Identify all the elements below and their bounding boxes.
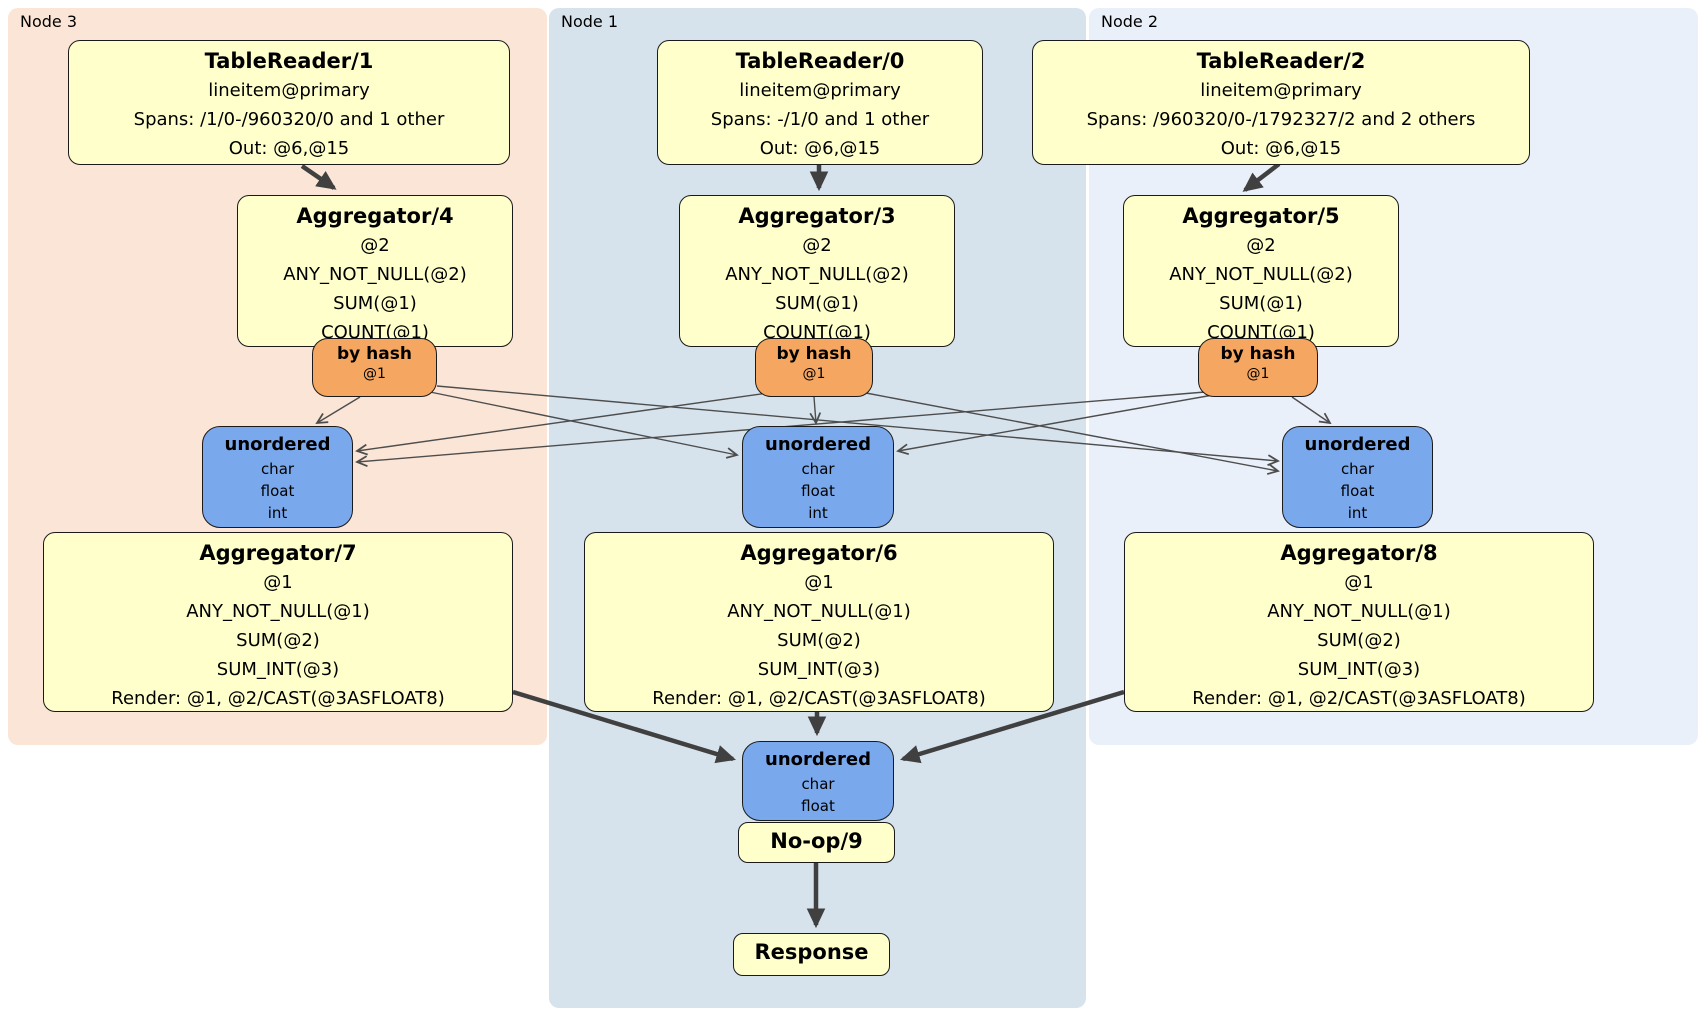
tablereader-2-out: Out: @6,@15 <box>1220 138 1342 159</box>
tablereader-2-box: TableReader/2 lineitem@primary Spans: /9… <box>1032 40 1530 165</box>
aggregator-6-fn3: SUM_INT(@3) <box>757 659 881 680</box>
unordered-sync-bottom-title: unordered <box>765 749 871 770</box>
aggregator-7-fn2: SUM(@2) <box>236 630 320 651</box>
aggregator-6-render: Render: @1, @2/CAST(@3ASFLOAT8) <box>652 688 986 709</box>
unordered-sync-middle: unordered char float int <box>742 426 894 528</box>
unordered-sync-left-title: unordered <box>224 434 331 455</box>
unordered-sync-left: unordered char float int <box>202 426 353 528</box>
tablereader-1-title: TableReader/1 <box>204 49 374 73</box>
hash-router-middle-title: by hash <box>776 344 852 364</box>
aggregator-5-group: @2 <box>1246 235 1276 256</box>
tablereader-1-out: Out: @6,@15 <box>228 138 350 159</box>
hash-router-middle: by hash @1 <box>755 338 873 397</box>
aggregator-5-title: Aggregator/5 <box>1182 204 1340 228</box>
sync-col-type: int <box>267 504 288 522</box>
node2-label: Node 2 <box>1101 12 1159 31</box>
aggregator-6-box: Aggregator/6 @1 ANY_NOT_NULL(@1) SUM(@2)… <box>584 532 1054 712</box>
aggregator-4-fn3: COUNT(@1) <box>321 322 429 343</box>
aggregator-3-fn3: COUNT(@1) <box>763 322 871 343</box>
unordered-sync-bottom: unordered char float <box>742 741 894 821</box>
response-title: Response <box>754 940 869 964</box>
tablereader-2-index: lineitem@primary <box>1200 80 1362 101</box>
tablereader-2-title: TableReader/2 <box>1196 49 1366 73</box>
noop-box: No-op/9 <box>738 822 895 863</box>
tablereader-0-index: lineitem@primary <box>739 80 901 101</box>
aggregator-8-group: @1 <box>1344 572 1374 593</box>
aggregator-8-fn1: ANY_NOT_NULL(@1) <box>1267 601 1451 622</box>
sync-col-type: char <box>1340 460 1375 478</box>
aggregator-7-group: @1 <box>263 572 293 593</box>
aggregator-5-fn2: SUM(@1) <box>1219 293 1303 314</box>
aggregator-3-fn1: ANY_NOT_NULL(@2) <box>725 264 909 285</box>
hash-router-left-title: by hash <box>337 344 412 364</box>
aggregator-3-group: @2 <box>802 235 832 256</box>
tablereader-0-spans: Spans: -/1/0 and 1 other <box>710 109 930 130</box>
aggregator-6-title: Aggregator/6 <box>740 541 898 565</box>
sync-col-type: char <box>801 775 835 793</box>
hash-router-left-key: @1 <box>363 366 386 382</box>
unordered-sync-right-title: unordered <box>1304 434 1411 455</box>
hash-router-middle-key: @1 <box>802 366 826 382</box>
aggregator-7-box: Aggregator/7 @1 ANY_NOT_NULL(@1) SUM(@2)… <box>43 532 513 712</box>
sync-col-type: char <box>260 460 295 478</box>
hash-router-left: by hash @1 <box>312 338 437 397</box>
noop-title: No-op/9 <box>770 829 863 853</box>
tablereader-1-index: lineitem@primary <box>208 80 370 101</box>
aggregator-8-box: Aggregator/8 @1 ANY_NOT_NULL(@1) SUM(@2)… <box>1124 532 1594 712</box>
aggregator-3-fn2: SUM(@1) <box>775 293 859 314</box>
aggregator-8-fn3: SUM_INT(@3) <box>1297 659 1421 680</box>
aggregator-7-fn3: SUM_INT(@3) <box>216 659 340 680</box>
sync-col-type: int <box>808 504 828 522</box>
aggregator-8-title: Aggregator/8 <box>1280 541 1438 565</box>
aggregator-7-fn1: ANY_NOT_NULL(@1) <box>186 601 370 622</box>
node3-label: Node 3 <box>20 12 78 31</box>
aggregator-5-box: Aggregator/5 @2 ANY_NOT_NULL(@2) SUM(@1)… <box>1123 195 1399 347</box>
aggregator-3-title: Aggregator/3 <box>738 204 896 228</box>
hash-router-right-title: by hash <box>1220 344 1296 364</box>
sync-col-type: float <box>801 482 835 500</box>
sync-col-type: float <box>801 797 835 815</box>
tablereader-1-spans: Spans: /1/0-/960320/0 and 1 other <box>133 109 445 130</box>
tablereader-2-spans: Spans: /960320/0-/1792327/2 and 2 others <box>1086 109 1476 130</box>
unordered-sync-middle-title: unordered <box>765 434 871 455</box>
response-box: Response <box>733 933 890 976</box>
tablereader-1-box: TableReader/1 lineitem@primary Spans: /1… <box>68 40 510 165</box>
tablereader-0-out: Out: @6,@15 <box>759 138 881 159</box>
hash-router-right: by hash @1 <box>1198 338 1318 397</box>
aggregator-4-fn1: ANY_NOT_NULL(@2) <box>283 264 467 285</box>
aggregator-7-render: Render: @1, @2/CAST(@3ASFLOAT8) <box>111 688 445 709</box>
aggregator-6-fn2: SUM(@2) <box>777 630 861 651</box>
unordered-sync-right: unordered char float int <box>1282 426 1433 528</box>
aggregator-6-group: @1 <box>804 572 834 593</box>
aggregator-7-title: Aggregator/7 <box>199 541 357 565</box>
tablereader-0-box: TableReader/0 lineitem@primary Spans: -/… <box>657 40 983 165</box>
aggregator-8-fn2: SUM(@2) <box>1317 630 1401 651</box>
sync-col-type: char <box>801 460 835 478</box>
aggregator-4-box: Aggregator/4 @2 ANY_NOT_NULL(@2) SUM(@1)… <box>237 195 513 347</box>
node1-label: Node 1 <box>561 12 619 31</box>
sync-col-type: float <box>260 482 295 500</box>
aggregator-8-render: Render: @1, @2/CAST(@3ASFLOAT8) <box>1192 688 1526 709</box>
sync-col-type: int <box>1347 504 1368 522</box>
aggregator-3-box: Aggregator/3 @2 ANY_NOT_NULL(@2) SUM(@1)… <box>679 195 955 347</box>
aggregator-5-fn1: ANY_NOT_NULL(@2) <box>1169 264 1353 285</box>
hash-router-right-key: @1 <box>1246 366 1270 382</box>
tablereader-0-title: TableReader/0 <box>735 49 905 73</box>
aggregator-4-fn2: SUM(@1) <box>333 293 417 314</box>
aggregator-5-fn3: COUNT(@1) <box>1207 322 1315 343</box>
aggregator-6-fn1: ANY_NOT_NULL(@1) <box>727 601 911 622</box>
aggregator-4-group: @2 <box>360 235 390 256</box>
aggregator-4-title: Aggregator/4 <box>296 204 454 228</box>
sync-col-type: float <box>1340 482 1375 500</box>
